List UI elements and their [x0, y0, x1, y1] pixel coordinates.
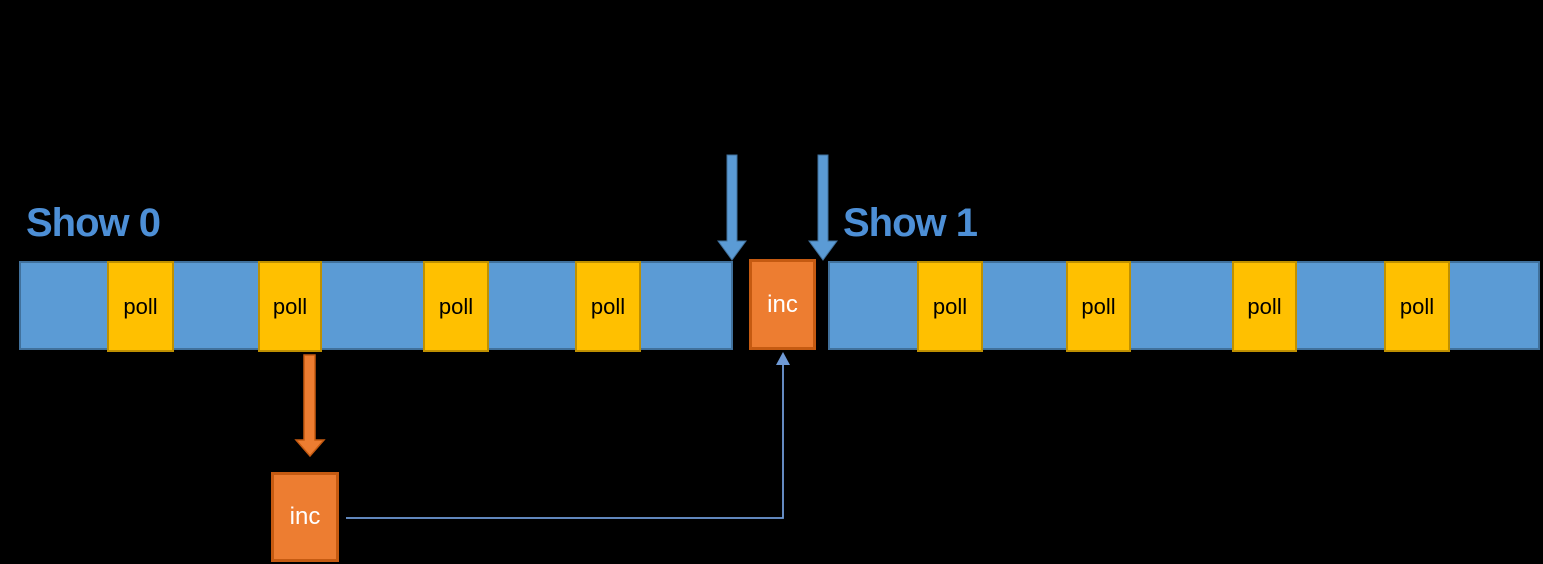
- show0-timeline-bar: poll poll poll poll: [19, 261, 733, 352]
- down-arrow-icon: [808, 154, 838, 261]
- inc-timeline-block: inc: [749, 259, 816, 350]
- poll-block: poll: [1066, 261, 1131, 352]
- elbow-up-arrow-icon: [346, 363, 784, 519]
- show1-timeline-bar: poll poll poll poll: [828, 261, 1540, 352]
- inc-detail-block: inc: [271, 472, 339, 562]
- poll-block: poll: [423, 261, 489, 352]
- poll-block: poll: [258, 261, 322, 352]
- poll-block: poll: [1384, 261, 1450, 352]
- poll-block: poll: [1232, 261, 1297, 352]
- poll-block: poll: [107, 261, 174, 352]
- elbow-up-arrowhead-icon: [776, 352, 790, 365]
- poll-block: poll: [575, 261, 641, 352]
- show0-label: Show 0: [26, 201, 161, 245]
- down-arrow-icon: [294, 354, 326, 458]
- poll-block: poll: [917, 261, 983, 352]
- show1-label: Show 1: [843, 201, 978, 245]
- down-arrow-icon: [717, 154, 747, 261]
